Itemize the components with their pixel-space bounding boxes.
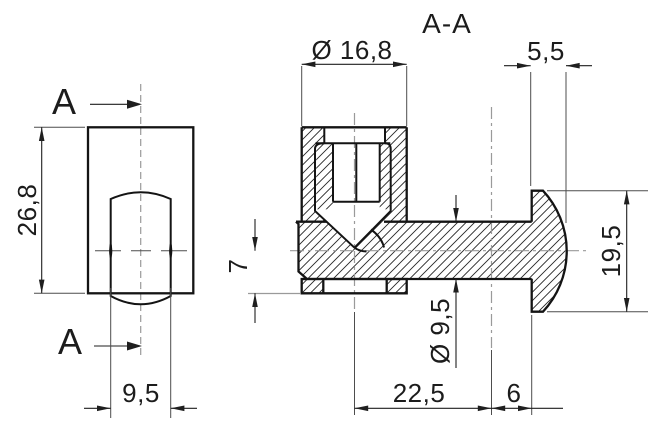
dim-shaft-9-5-text: Ø 9,5: [425, 298, 455, 364]
dim-19-5-text: 19,5: [596, 225, 626, 278]
section-label-top: A: [52, 81, 76, 122]
dim-arrow-icon: [623, 190, 630, 205]
dim-16-8-extension-lines: [301, 66, 408, 126]
section-view-a-a: A-A Ø 16,8: [223, 8, 648, 415]
flange-outline: [300, 277, 408, 295]
dim-arrow-icon: [517, 62, 531, 69]
cylinder-outline: [300, 126, 408, 222]
dim-arrow-icon: [252, 237, 258, 251]
counterbore-outline: [315, 127, 391, 145]
dim-6-text: 6: [507, 378, 522, 408]
dim-19-5-extension-lines: [547, 190, 648, 313]
flange-section-hatch-right: [386, 279, 407, 294]
section-label-bottom: A: [58, 321, 82, 362]
bore-wall-hatch-right: [379, 143, 391, 210]
dim-5-5-text: 5,5: [527, 36, 565, 66]
dim-arrow-icon: [623, 298, 630, 312]
dim-arrow-icon: [393, 61, 407, 68]
dim-arrow-icon: [477, 405, 492, 412]
dim-arrow-icon: [518, 405, 532, 412]
dim-arrow-icon: [170, 405, 185, 412]
dim-arrow-icon: [97, 405, 111, 412]
dim-arrow-icon: [38, 279, 45, 294]
section-title: A-A: [422, 8, 472, 39]
section-arrow-icon-top: [127, 99, 142, 109]
dim-arrow-icon: [252, 293, 258, 307]
drive-slot-outline: [332, 143, 381, 203]
dim-arrow-icon: [38, 127, 45, 141]
dim-26-8-text: 26,8: [12, 184, 42, 237]
head-outline: [530, 189, 568, 313]
flange-section-hatch-left: [301, 279, 324, 294]
dim-arrow-icon: [354, 405, 369, 412]
dim-26-8-extension-lines: [34, 126, 85, 294]
barrel-tangent-mark-left: [109, 240, 113, 261]
bore-wall-outline: [314, 142, 392, 249]
dim-arrow-icon: [566, 62, 580, 69]
housing-outline: [86, 126, 195, 295]
dim-arrow-icon: [301, 61, 316, 68]
dim-arrow-icon: [453, 208, 459, 222]
dim-7-text: 7: [223, 259, 253, 274]
dim-arrow-icon: [491, 405, 506, 412]
cam-surface-arc: [353, 228, 385, 253]
shaft-head-section-hatch: [296, 190, 567, 312]
barrel-tangent-mark-right: [169, 240, 173, 261]
dim-22-5-text: 22,5: [393, 378, 446, 408]
dim-16-8-text: Ø 16,8: [311, 35, 392, 65]
dim-5-5-extension-lines: [530, 72, 567, 223]
front-view: A A 26,8 9,5: [12, 81, 197, 418]
dim-arrow-icon: [453, 278, 459, 293]
section-arrow-icon-bottom: [127, 341, 142, 351]
dim-22-5-extension-lines: [354, 312, 533, 415]
dim-9-5-extension-lines: [110, 288, 172, 418]
bore-wall-hatch-left: [316, 143, 333, 210]
dim-9-5-text: 9,5: [122, 378, 160, 408]
